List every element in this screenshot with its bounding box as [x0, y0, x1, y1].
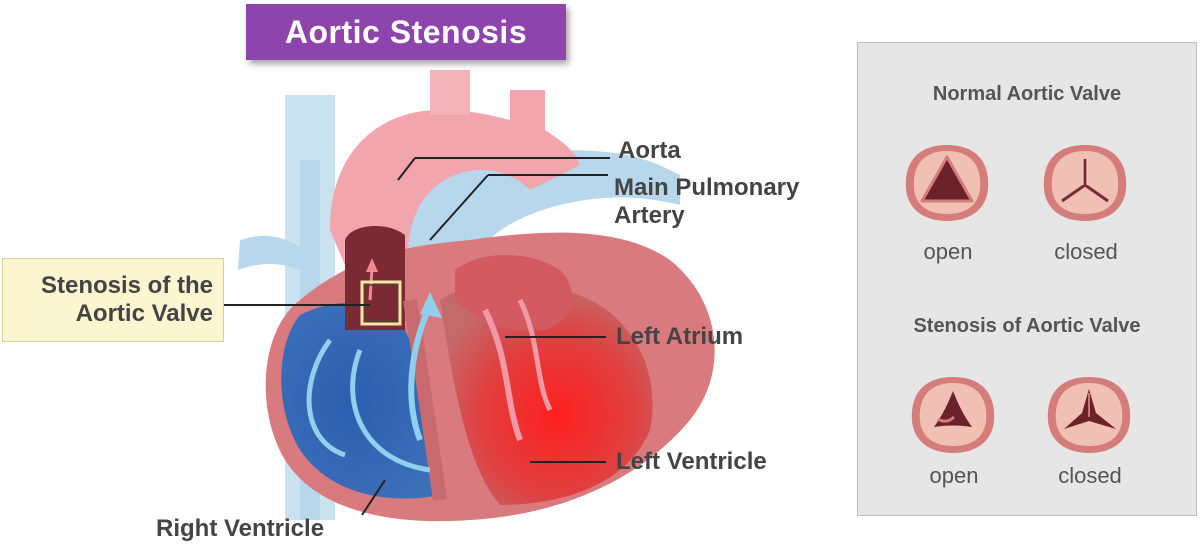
- page-title: Aortic Stenosis: [284, 13, 528, 50]
- label-pulmonary-line2: Artery: [614, 202, 685, 229]
- stenosis-open-valve-icon: [911, 377, 995, 453]
- stenosis-valve-heading: Stenosis of Aortic Valve: [913, 315, 1141, 337]
- title-banner: Aortic Stenosis: [246, 4, 566, 60]
- stenosis-highlight: [360, 280, 402, 326]
- valve-comparison-panel: Normal Aortic Valve open closed Stenosis…: [857, 42, 1197, 516]
- label-pulmonary-line1: Main Pulmonary: [614, 174, 800, 201]
- stenosis-callout: Stenosis of the Aortic Valve: [2, 258, 224, 342]
- normal-open-valve-icon: [905, 145, 989, 221]
- flow-arrow-pulmonary: [408, 303, 433, 442]
- flow-arrow-right: [306, 338, 346, 458]
- label-left-ventricle: Left Ventricle: [616, 448, 767, 475]
- heart-illustration: [224, 70, 715, 522]
- normal-closed-caption: closed: [1054, 239, 1118, 264]
- stenosis-closed-caption: closed: [1058, 463, 1122, 488]
- leader-right-ventricle: [361, 479, 386, 516]
- normal-open-caption: open: [923, 239, 973, 264]
- normal-closed-valve-icon: [1043, 145, 1127, 221]
- aortic-root: [345, 225, 405, 330]
- stenosis-closed-valve-icon: [1047, 377, 1131, 453]
- stenosis-open-caption: open: [929, 463, 979, 488]
- label-right-ventricle: Right Ventricle: [156, 515, 325, 542]
- label-aorta: Aorta: [618, 137, 681, 164]
- stenosis-label-line2: Aortic Valve: [75, 300, 213, 327]
- label-left-atrium: Left Atrium: [616, 323, 744, 350]
- normal-valve-heading: Normal Aortic Valve: [932, 83, 1122, 105]
- stenosis-label-line1: Stenosis of the: [40, 272, 213, 299]
